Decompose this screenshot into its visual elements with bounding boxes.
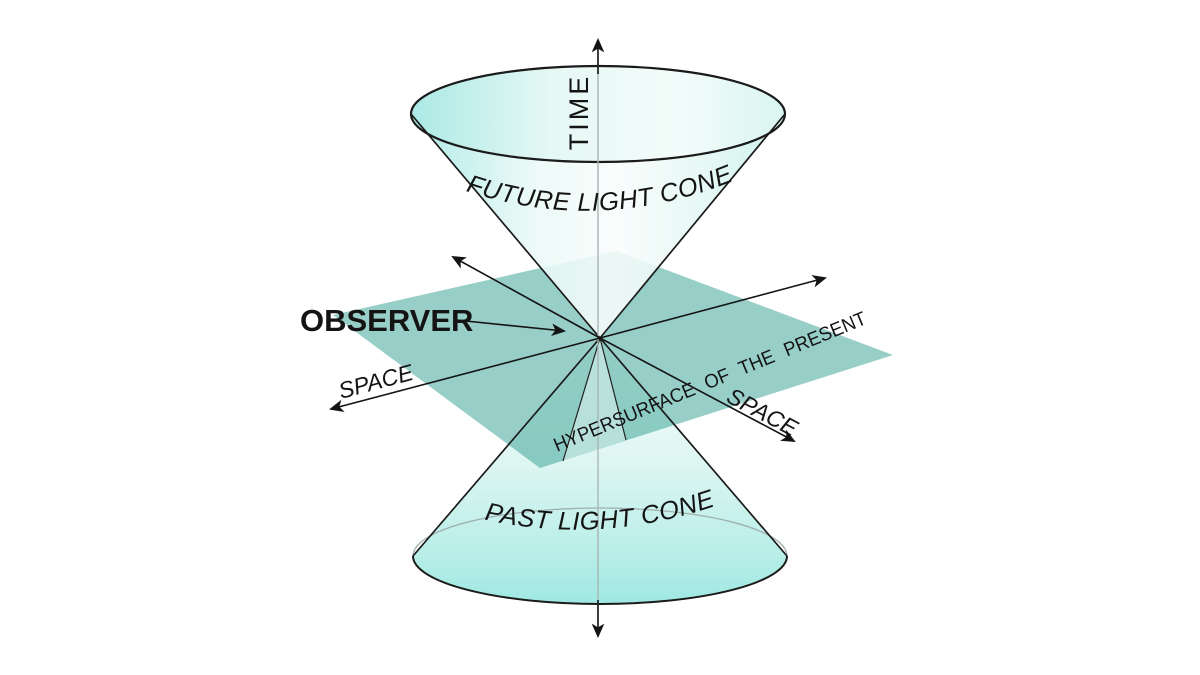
- space-axes: [329, 256, 827, 442]
- time-label: TIME: [564, 74, 594, 151]
- space-axis-2-upper-ray: [451, 256, 601, 339]
- past-cone-front-rim: [412, 555, 788, 605]
- plane-cone-intersection-line-left: [562, 337, 601, 462]
- past-cone-surface: [413, 338, 787, 604]
- past-cone-back-rim: [412, 507, 788, 557]
- cone-edge-lower-left: [412, 337, 601, 557]
- observer-label: OBSERVER: [300, 303, 473, 338]
- cone-edge-upper-left: [410, 113, 601, 339]
- space-axis-1-right-ray: [599, 275, 827, 339]
- space-axis-1-left-ray: [329, 337, 601, 412]
- cone-edge-upper-right: [599, 113, 786, 339]
- plane-cone-intersection-line-right: [599, 337, 627, 441]
- cone-edge-lines: [410, 113, 788, 557]
- hypersurface-plane: [333, 251, 893, 468]
- space-axis-2-lower-ray: [599, 337, 796, 442]
- cone-front-wedge: [563, 338, 626, 461]
- cone-edge-lower-right: [599, 337, 788, 557]
- observer-arrow: [455, 319, 567, 337]
